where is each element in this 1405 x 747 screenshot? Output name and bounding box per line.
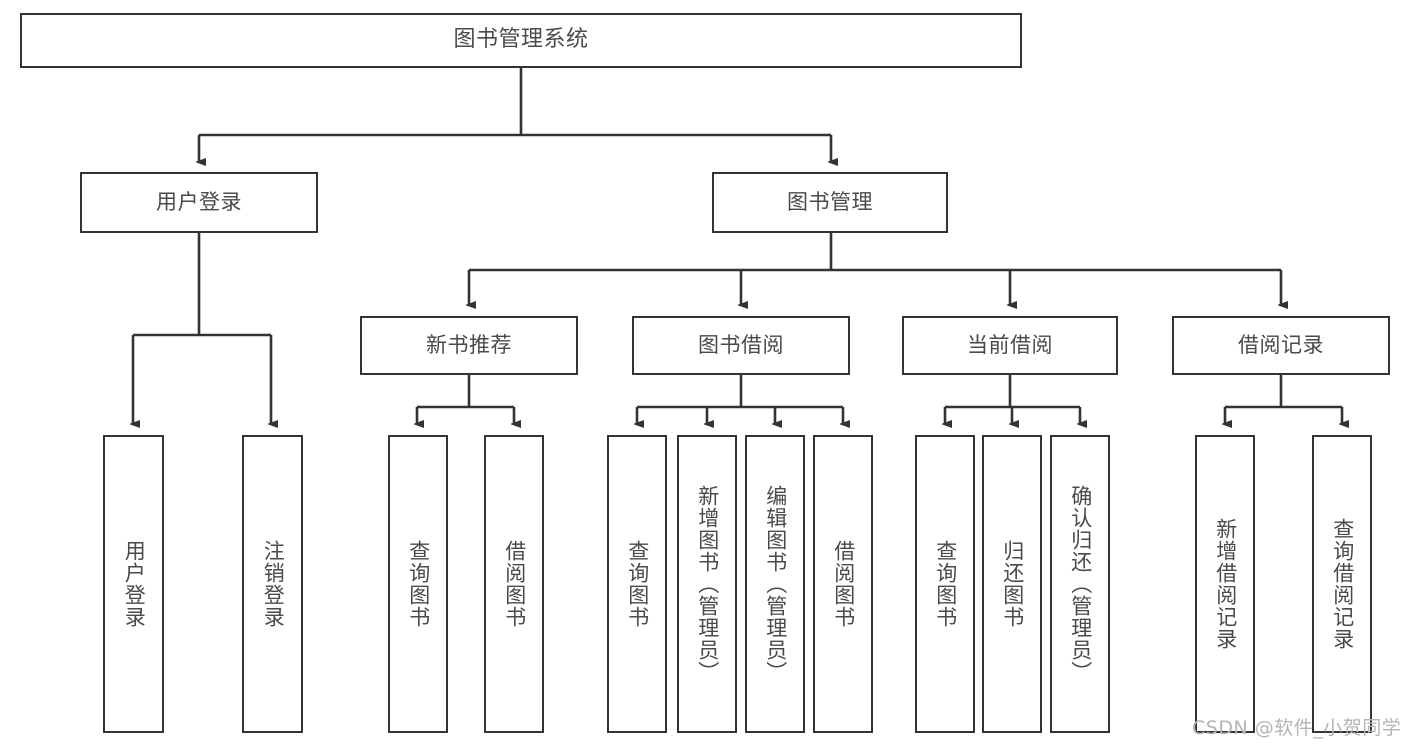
node-borrow-record[interactable]: 借阅记录 <box>1172 316 1390 375</box>
node-label: 用户登录 <box>122 540 147 628</box>
node-label: 当前借阅 <box>967 332 1053 357</box>
node-label: 借阅图书 <box>831 540 856 628</box>
node-label: 新增图书（管理员） <box>695 485 720 683</box>
node-label: 借阅记录 <box>1238 332 1324 357</box>
node-label: 查询借阅记录 <box>1330 518 1355 650</box>
node-label: 图书管理 <box>787 189 873 214</box>
leaf-borrow-book-recommend[interactable]: 借阅图书 <box>484 435 544 733</box>
leaf-query-borrow-record[interactable]: 查询借阅记录 <box>1312 435 1372 733</box>
leaf-logout[interactable]: 注销登录 <box>242 435 303 733</box>
watermark-text: CSDN @软件_小贺同学 <box>1192 717 1402 739</box>
node-label: 确认归还（管理员） <box>1068 485 1093 683</box>
node-root-book-management-system[interactable]: 图书管理系统 <box>20 13 1022 68</box>
node-label: 图书管理系统 <box>453 27 589 53</box>
node-label: 查询图书 <box>406 540 431 628</box>
leaf-return-book[interactable]: 归还图书 <box>982 435 1042 733</box>
leaf-add-borrow-record[interactable]: 新增借阅记录 <box>1195 435 1255 733</box>
node-label: 新书推荐 <box>426 332 512 357</box>
node-current-borrow[interactable]: 当前借阅 <box>902 316 1118 375</box>
node-label: 借阅图书 <box>502 540 527 628</box>
leaf-borrow-book[interactable]: 借阅图书 <box>813 435 873 733</box>
node-label: 图书借阅 <box>698 332 784 357</box>
node-user-login[interactable]: 用户登录 <box>80 172 318 233</box>
csdn-watermark: CSDN @软件_小贺同学 <box>1192 713 1401 740</box>
node-label: 查询图书 <box>933 540 958 628</box>
leaf-edit-book-admin[interactable]: 编辑图书（管理员） <box>745 435 805 733</box>
leaf-add-book-admin[interactable]: 新增图书（管理员） <box>677 435 737 733</box>
leaf-user-login[interactable]: 用户登录 <box>103 435 164 733</box>
node-label: 注销登录 <box>261 540 286 628</box>
node-label: 用户登录 <box>156 189 242 214</box>
leaf-query-book-current[interactable]: 查询图书 <box>915 435 975 733</box>
node-book-borrow[interactable]: 图书借阅 <box>632 316 850 375</box>
node-book-management[interactable]: 图书管理 <box>712 172 948 233</box>
leaf-query-book-recommend[interactable]: 查询图书 <box>388 435 448 733</box>
leaf-query-book-borrow[interactable]: 查询图书 <box>607 435 667 733</box>
node-label: 查询图书 <box>625 540 650 628</box>
leaf-confirm-return-admin[interactable]: 确认归还（管理员） <box>1050 435 1110 733</box>
node-new-book-recommend[interactable]: 新书推荐 <box>360 316 578 375</box>
node-label: 编辑图书（管理员） <box>763 485 788 683</box>
node-label: 归还图书 <box>1000 540 1025 628</box>
node-label: 新增借阅记录 <box>1213 518 1238 650</box>
